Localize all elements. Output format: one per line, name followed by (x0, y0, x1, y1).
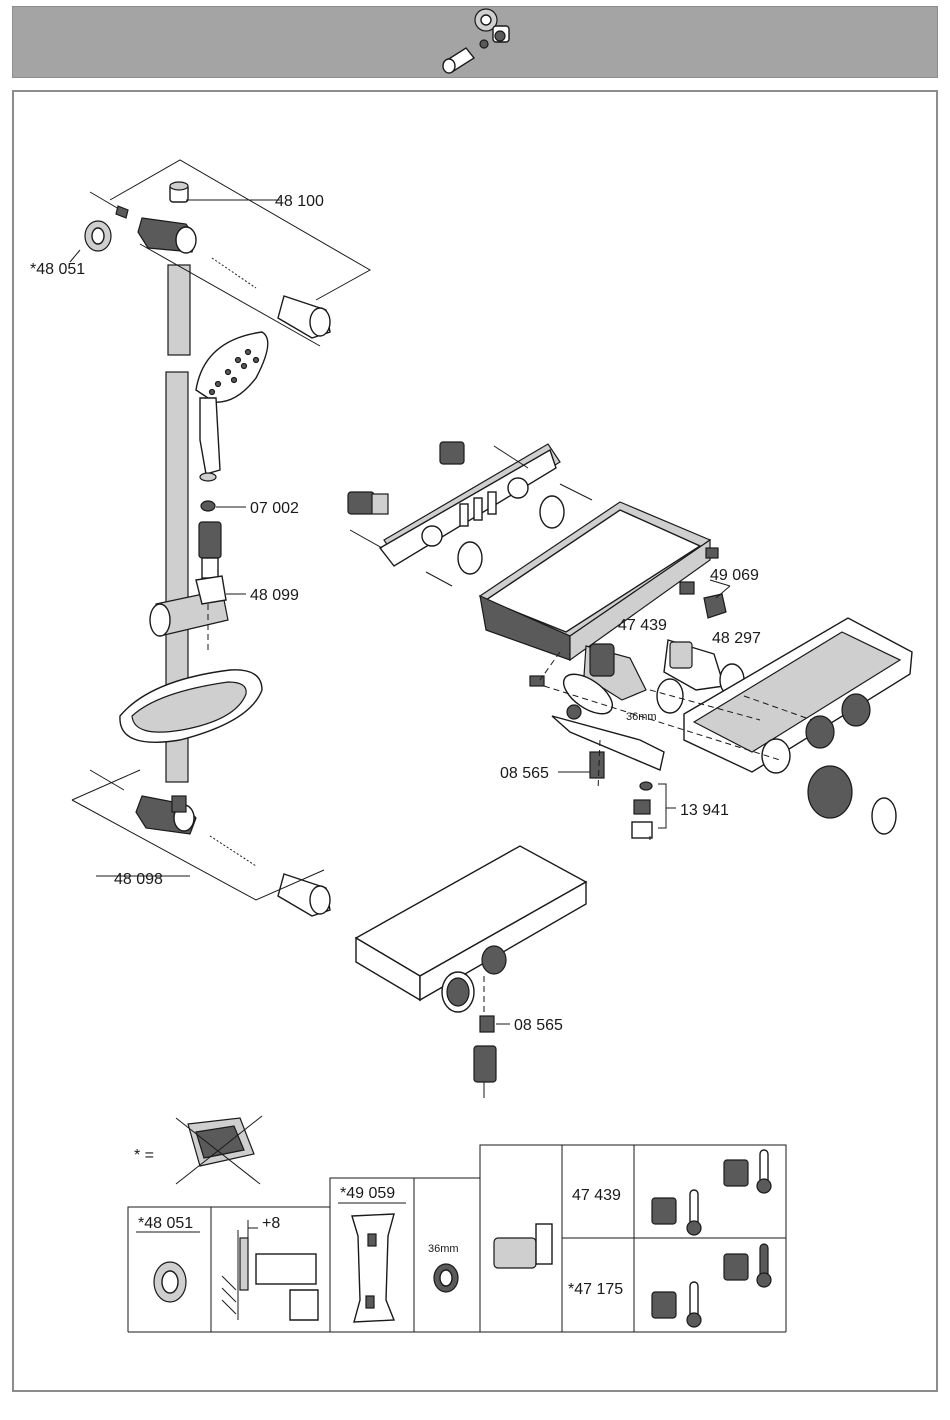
label-13941: 13 941 (680, 802, 729, 819)
label-48099: 48 099 (250, 587, 299, 604)
asterisk-equals: * = (134, 1147, 154, 1164)
legend-row-47175: *47 175 (568, 1281, 623, 1298)
hot-cold-fittings-icon-2 (652, 1244, 771, 1327)
crossed-out-icon (176, 1116, 262, 1184)
label-47439: 47 439 (618, 617, 667, 634)
wrench-tool-icon (352, 1214, 394, 1322)
legend-row-47439: 47 439 (572, 1187, 621, 1204)
legend-dimension: +8 (262, 1215, 280, 1232)
wall-bracket-icon (443, 9, 509, 73)
wall-mount-detail-icon (222, 1220, 318, 1320)
part-number-labels: 48 100 *48 051 07 002 48 099 48 098 49 0… (30, 193, 761, 1034)
label-07002: 07 002 (250, 500, 299, 517)
hot-cold-fittings-icon-1 (652, 1150, 771, 1235)
legend-title-48051: *48 051 (138, 1215, 193, 1232)
thermostat-exploded-view (348, 442, 912, 840)
label-48098: 48 098 (114, 871, 163, 888)
label-49069: 49 069 (710, 567, 759, 584)
legend-title-49059: *49 059 (340, 1185, 395, 1202)
legend-36mm: 36mm (428, 1243, 459, 1255)
label-36mm: 36mm (626, 711, 657, 723)
assembled-thermostat (356, 772, 590, 1098)
legend: * = *48 051 +8 (128, 1116, 786, 1332)
label-08565-right: 08 565 (500, 765, 549, 782)
label-48100: 48 100 (275, 193, 324, 210)
label-48051: *48 051 (30, 261, 85, 278)
shower-rail-assembly (70, 160, 370, 916)
cartridge-icon (494, 1224, 552, 1268)
label-08565-centre: 08 565 (514, 1017, 563, 1034)
label-48297: 48 297 (712, 630, 761, 647)
